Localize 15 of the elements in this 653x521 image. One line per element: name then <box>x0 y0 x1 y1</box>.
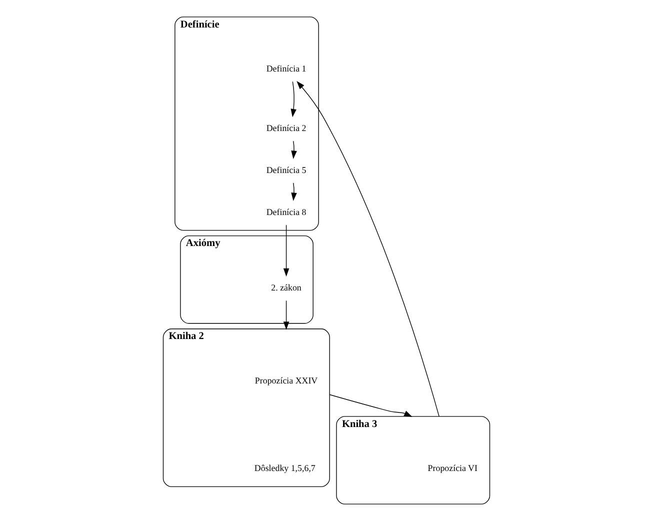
node-text: 2. zákon <box>271 282 302 293</box>
arrow <box>283 224 290 277</box>
node-text: Definícia 5 <box>266 164 306 175</box>
node-text: Definícia 2 <box>266 122 306 133</box>
arrow <box>290 81 296 118</box>
arrow <box>291 140 297 160</box>
node-text: Propozícia XXIV <box>254 376 318 386</box>
arrow <box>291 182 297 201</box>
arrow <box>329 394 412 417</box>
arrow <box>283 300 290 330</box>
node-text: Definícia 1 <box>266 64 306 74</box>
node-text: Definícia 8 <box>266 206 306 217</box>
node-text: Propozícia VI <box>428 463 478 474</box>
arrow <box>296 81 440 417</box>
node-text: Dôsledky 1,5,6,7 <box>254 463 316 474</box>
